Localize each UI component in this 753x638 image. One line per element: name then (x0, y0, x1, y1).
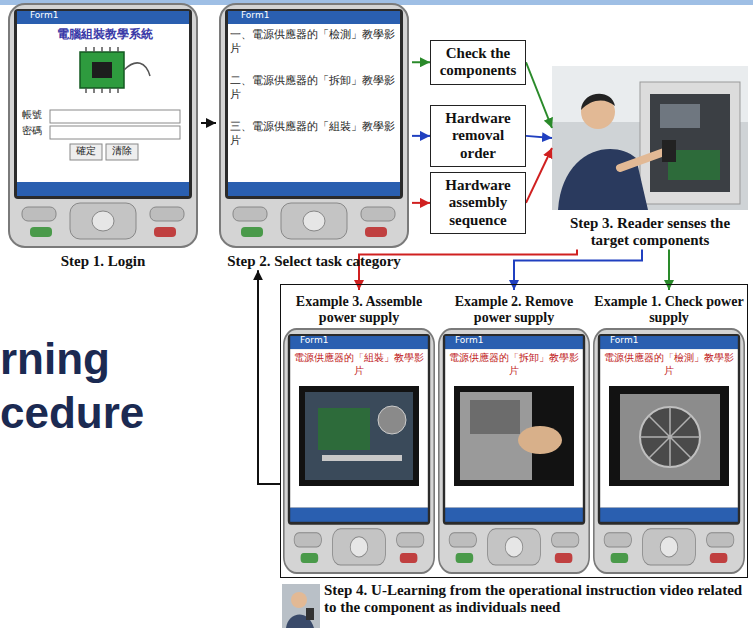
button-label: 確定 (70, 145, 102, 158)
hand (518, 426, 562, 454)
step-caption: Step 4. U-Learning from the operational … (280, 582, 748, 617)
case-inside (650, 94, 730, 192)
cpu-fan (378, 406, 406, 434)
task-label: Check the components (434, 45, 522, 80)
phone-mockup (594, 329, 744, 573)
flow-arrow (526, 148, 552, 203)
input-field (50, 110, 180, 123)
task-box: Hardware assembly sequence (430, 172, 526, 234)
learner-photo (282, 584, 320, 628)
screen-title: 電腦組裝教學系統 (22, 27, 187, 42)
screen-button (70, 144, 102, 160)
example-frame (280, 284, 748, 578)
video-check (609, 386, 729, 486)
flow-arrow (526, 62, 552, 128)
flow-arrow (412, 202, 430, 204)
person-hair (581, 94, 615, 110)
person-head (291, 592, 307, 608)
chip-board (80, 52, 124, 88)
phone-mockup (220, 4, 408, 247)
input-field (50, 126, 180, 139)
power-supply (620, 394, 720, 480)
task-label: Hardware removal order (434, 110, 522, 162)
motherboard (318, 408, 370, 450)
psu-fan (640, 407, 700, 467)
example-caption: Example 2. Remove power supply (438, 290, 590, 328)
task-box: Check the components (430, 40, 526, 85)
chip-pins (86, 47, 118, 93)
person-arm (620, 152, 664, 168)
example-phone: Example 2. Remove power supply (438, 290, 590, 574)
menu-item: 一、電源供應器的「檢測」教學影片 (230, 28, 398, 56)
phone-mockup (439, 329, 589, 573)
photo-ground (552, 66, 748, 210)
task-box: Hardware removal order (430, 105, 526, 167)
phone-mockup (9, 4, 197, 247)
flow-arrow (201, 122, 216, 124)
fan-grille (640, 407, 700, 467)
example-caption: Example 1. Check power supply (593, 290, 745, 328)
flow-arrow (526, 136, 552, 138)
chip-cable (124, 63, 150, 76)
reader-photo (552, 66, 748, 210)
flow-arrow (412, 135, 430, 137)
field-label: 帳號 (22, 109, 42, 122)
step-caption: Step 2. Select task category (216, 251, 412, 270)
window-title: Form1 (610, 335, 638, 346)
video-frame (609, 386, 729, 486)
pc-case (640, 82, 740, 204)
example-caption: Example 3. Assemble power supply (283, 290, 435, 328)
screen-button (106, 144, 138, 160)
step-caption: Step 1. Login (5, 251, 201, 270)
video-title: 電源供應器的「檢測」教學影片 (601, 352, 737, 377)
chip-core (92, 62, 112, 78)
window-title: Form1 (241, 10, 269, 21)
video-title: 電源供應器的「組裝」教學影片 (291, 352, 427, 377)
window-title: Form1 (30, 10, 58, 21)
menu-item: 二、電源供應器的「拆卸」教學影片 (230, 74, 398, 102)
video-title: 電源供應器的「拆卸」教學影片 (446, 352, 582, 377)
handheld (306, 608, 314, 620)
rfid-reader (662, 140, 676, 162)
video-frame (299, 386, 419, 486)
example-panel: Step 4. U-Learning from the operational … (280, 284, 748, 617)
title-fragment: cedure (0, 390, 144, 436)
example-phone: Example 1. Check power supply (593, 290, 745, 574)
menu-item: 三、電源供應器的「組裝」教學影片 (230, 120, 398, 148)
ram-slot (322, 455, 402, 461)
phone-mockup (284, 329, 434, 573)
person-body (558, 149, 648, 210)
power-supply (470, 400, 520, 434)
video-remove (454, 386, 574, 486)
button-label: 清除 (106, 145, 138, 158)
step-caption: Step 3. Reader senses the target compone… (552, 213, 748, 250)
video-frame (454, 386, 574, 486)
window-title: Form1 (300, 335, 328, 346)
title-fragment: rning (0, 336, 110, 382)
chip-icon (80, 47, 150, 93)
component (660, 104, 700, 128)
video-assemble (299, 386, 419, 486)
menu-phone: Step 2. Select task category (216, 3, 412, 270)
window-title: Form1 (455, 335, 483, 346)
task-label: Hardware assembly sequence (434, 177, 522, 229)
reader-photo-node: Step 3. Reader senses the target compone… (552, 66, 748, 250)
field-label: 密碼 (22, 125, 42, 138)
flow-arrow (258, 270, 280, 484)
example-phone: Example 3. Assemble power supply (283, 290, 435, 574)
case-inside (305, 392, 413, 480)
flow-arrow (412, 61, 430, 63)
login-phone: Step 1. Login (5, 3, 201, 270)
photo-ground (282, 584, 320, 628)
